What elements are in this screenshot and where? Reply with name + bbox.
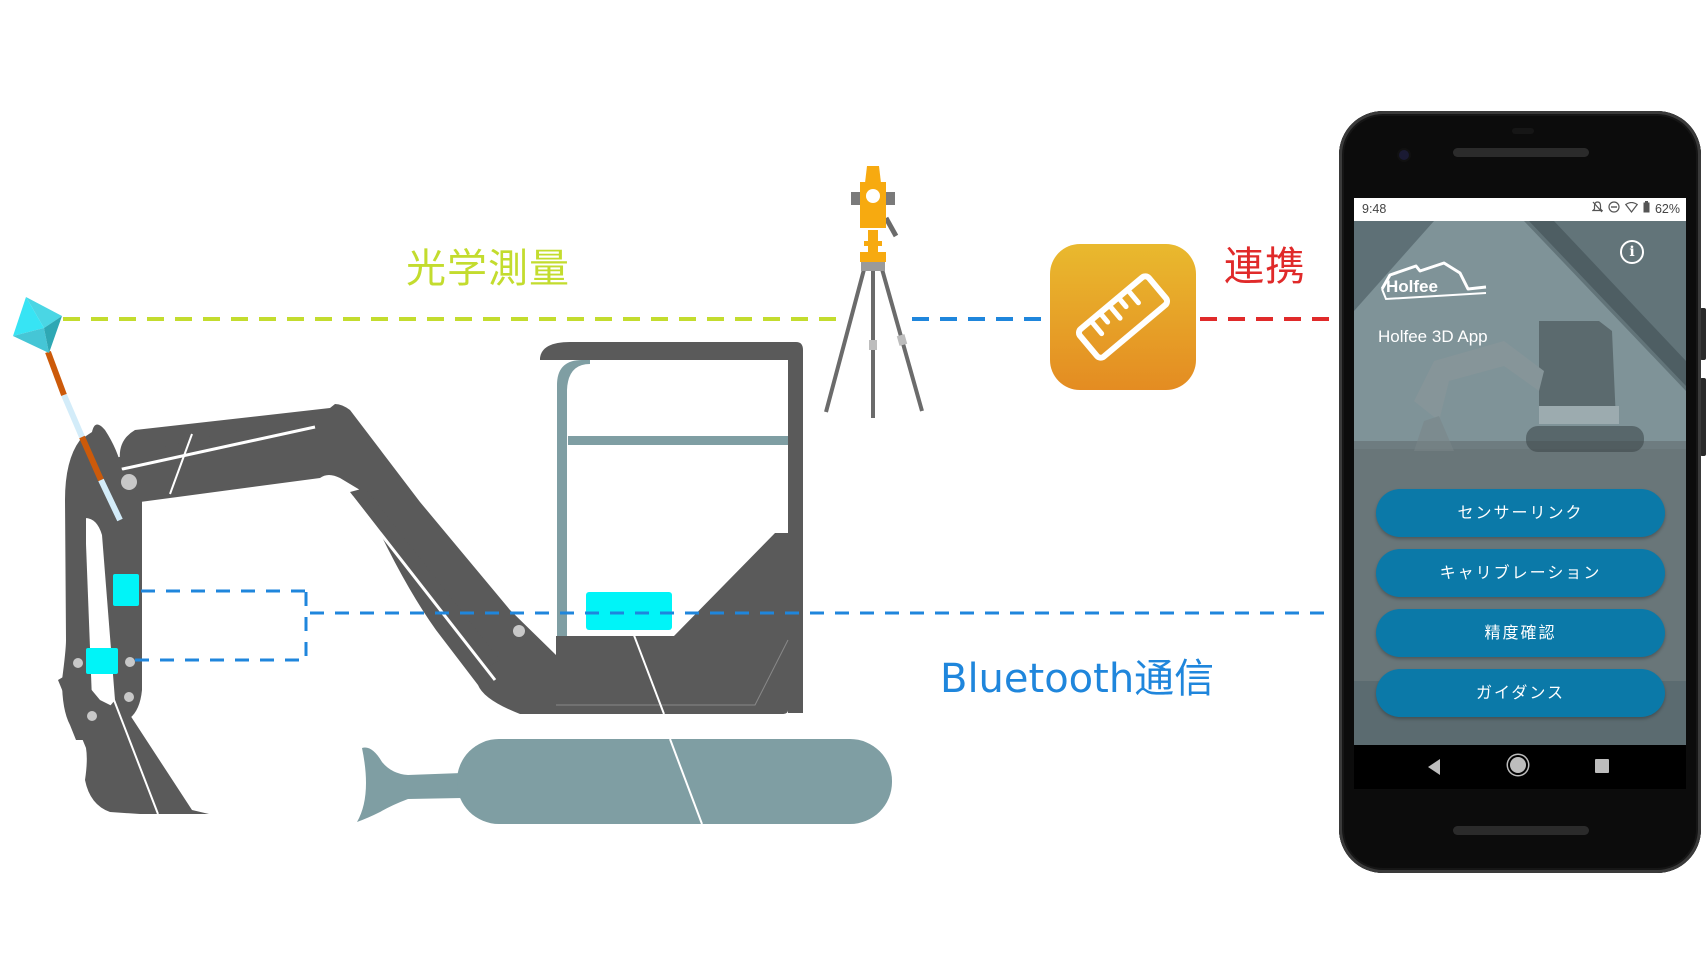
phone-screen: 9:48 62% xyxy=(1354,198,1686,789)
link-label: 連携 xyxy=(1224,244,1306,290)
station-collar xyxy=(864,241,882,246)
status-icons: 62% xyxy=(1591,201,1680,216)
prism-icon xyxy=(13,297,123,522)
status-bar: 9:48 62% xyxy=(1354,198,1686,221)
battery-percent: 62% xyxy=(1654,201,1680,216)
app-title: Holfee 3D App xyxy=(1378,327,1488,346)
bucket xyxy=(58,670,209,814)
bucket-pin xyxy=(87,711,97,721)
prism-face-3 xyxy=(13,328,49,353)
tripod-clamp-right xyxy=(896,334,908,346)
prism-face-4 xyxy=(44,316,62,353)
optical-survey-label: 光学測量 xyxy=(406,246,570,292)
recents-icon[interactable] xyxy=(1595,759,1609,773)
prism-face-2 xyxy=(13,297,44,336)
cab-outline-line xyxy=(556,639,789,706)
sensor-bucket-link xyxy=(86,648,118,674)
engine-cover xyxy=(556,533,788,714)
holfee-logo: Holfee xyxy=(1376,249,1488,303)
accuracy-check-button[interactable]: 精度確認 xyxy=(1376,609,1665,657)
boom xyxy=(119,404,556,714)
cab-front-pillar xyxy=(557,360,590,636)
android-nav-bar xyxy=(1354,745,1686,789)
cab-rear-pillar xyxy=(788,358,803,713)
ruler-icon xyxy=(1076,273,1170,361)
boom-highlight xyxy=(117,425,316,472)
app-home-screen: Holfee i Holfee 3D App センサーリンク キャリブレーション… xyxy=(1354,221,1686,745)
tripod-clamp-center xyxy=(869,340,877,350)
dozer-blade xyxy=(357,747,462,822)
phone-power-button xyxy=(1700,308,1706,360)
tripod-head-1 xyxy=(861,262,869,271)
home-icon[interactable] xyxy=(1510,757,1526,773)
app-icon xyxy=(1050,244,1196,390)
body-divider xyxy=(631,629,665,715)
tripod-head-3 xyxy=(877,262,885,271)
arm-cylinder xyxy=(72,515,86,615)
calibration-button[interactable]: キャリブレーション xyxy=(1376,549,1665,597)
prism-pole-white-1 xyxy=(61,393,85,439)
info-button[interactable]: i xyxy=(1620,240,1644,264)
battery-icon xyxy=(1643,201,1650,216)
phone-speaker xyxy=(1453,826,1589,835)
holfee-logo-text: Holfee xyxy=(1386,277,1438,296)
boom-cylinder xyxy=(350,488,500,668)
station-knob-right xyxy=(886,192,895,205)
boom-cylinder-gap xyxy=(350,496,497,681)
crawler-track xyxy=(457,739,892,824)
phone-earpiece xyxy=(1453,148,1589,157)
cab-roof xyxy=(540,342,803,360)
station-body xyxy=(860,182,886,228)
boom-divider xyxy=(169,433,193,495)
prism-pole-white-2 xyxy=(98,478,123,522)
prism-pole-orange-1 xyxy=(45,350,67,397)
wifi-icon xyxy=(1624,201,1639,216)
track-divider xyxy=(669,738,703,825)
prism-face-1 xyxy=(26,297,62,328)
sensor-link-button[interactable]: センサーリンク xyxy=(1376,489,1665,537)
arm-pin-top xyxy=(121,474,137,490)
do-not-disturb-icon xyxy=(1608,201,1620,216)
cab-window-bar xyxy=(568,436,788,445)
sensor-body xyxy=(586,592,672,630)
back-icon[interactable] xyxy=(1428,759,1440,775)
phone-sensor xyxy=(1512,128,1534,134)
total-station-icon xyxy=(824,166,924,418)
bucket-edge xyxy=(113,699,159,815)
station-base xyxy=(860,252,886,262)
boom-pin xyxy=(513,625,525,637)
station-handle xyxy=(883,216,899,238)
tripod-leg-left xyxy=(824,261,868,413)
arm-pin-lower xyxy=(124,692,134,702)
boom-upper-cylinder xyxy=(115,412,322,468)
excavator-icon xyxy=(58,342,892,825)
bell-off-icon xyxy=(1591,201,1604,216)
bluetooth-label: Bluetooth通信 xyxy=(940,656,1215,702)
holfee-logo-icon xyxy=(1380,261,1487,301)
phone-volume-button xyxy=(1700,378,1706,456)
arm-pin-mid-right xyxy=(125,657,135,667)
station-lens xyxy=(866,189,880,203)
sensor-arm xyxy=(113,574,139,606)
station-top xyxy=(865,166,881,183)
station-knob-left xyxy=(851,192,860,205)
tripod-head-2 xyxy=(869,262,877,271)
guidance-button[interactable]: ガイダンス xyxy=(1376,669,1665,717)
front-camera-icon xyxy=(1399,150,1409,160)
prism-pole-orange-2 xyxy=(79,435,104,482)
arm-pin-mid-left xyxy=(73,658,83,668)
status-time: 9:48 xyxy=(1362,202,1387,216)
